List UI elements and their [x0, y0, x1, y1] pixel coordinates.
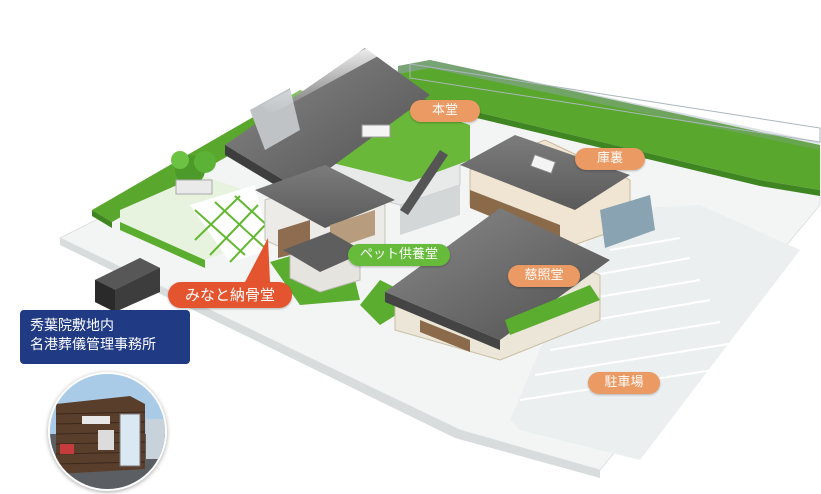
- office-building-photo-icon: [50, 374, 165, 489]
- office-photo: [48, 372, 167, 491]
- nokotsudo-pointer: [245, 238, 270, 282]
- parking-label[interactable]: 駐車場: [588, 372, 660, 394]
- minato-nokotsudo-label[interactable]: みなと納骨堂: [168, 282, 292, 308]
- pet-kuyodo-label[interactable]: ペット供養堂: [348, 244, 450, 266]
- perimeter-fence: [398, 60, 821, 150]
- jishodo-label[interactable]: 慈照堂: [508, 265, 580, 287]
- office-container: [95, 258, 160, 312]
- garden-trees: [171, 151, 216, 195]
- office-info-label[interactable]: 秀葉院敷地内 名港葬儀管理事務所: [20, 310, 190, 364]
- office-label-line1: 秀葉院敷地内: [30, 318, 114, 334]
- nokotsudo-building: [255, 165, 395, 266]
- kuri-label[interactable]: 庫裏: [575, 148, 645, 170]
- hondo-label[interactable]: 本堂: [410, 100, 480, 122]
- office-label-line2: 名港葬儀管理事務所: [30, 337, 156, 353]
- pet-kuyodo-building: [283, 232, 365, 293]
